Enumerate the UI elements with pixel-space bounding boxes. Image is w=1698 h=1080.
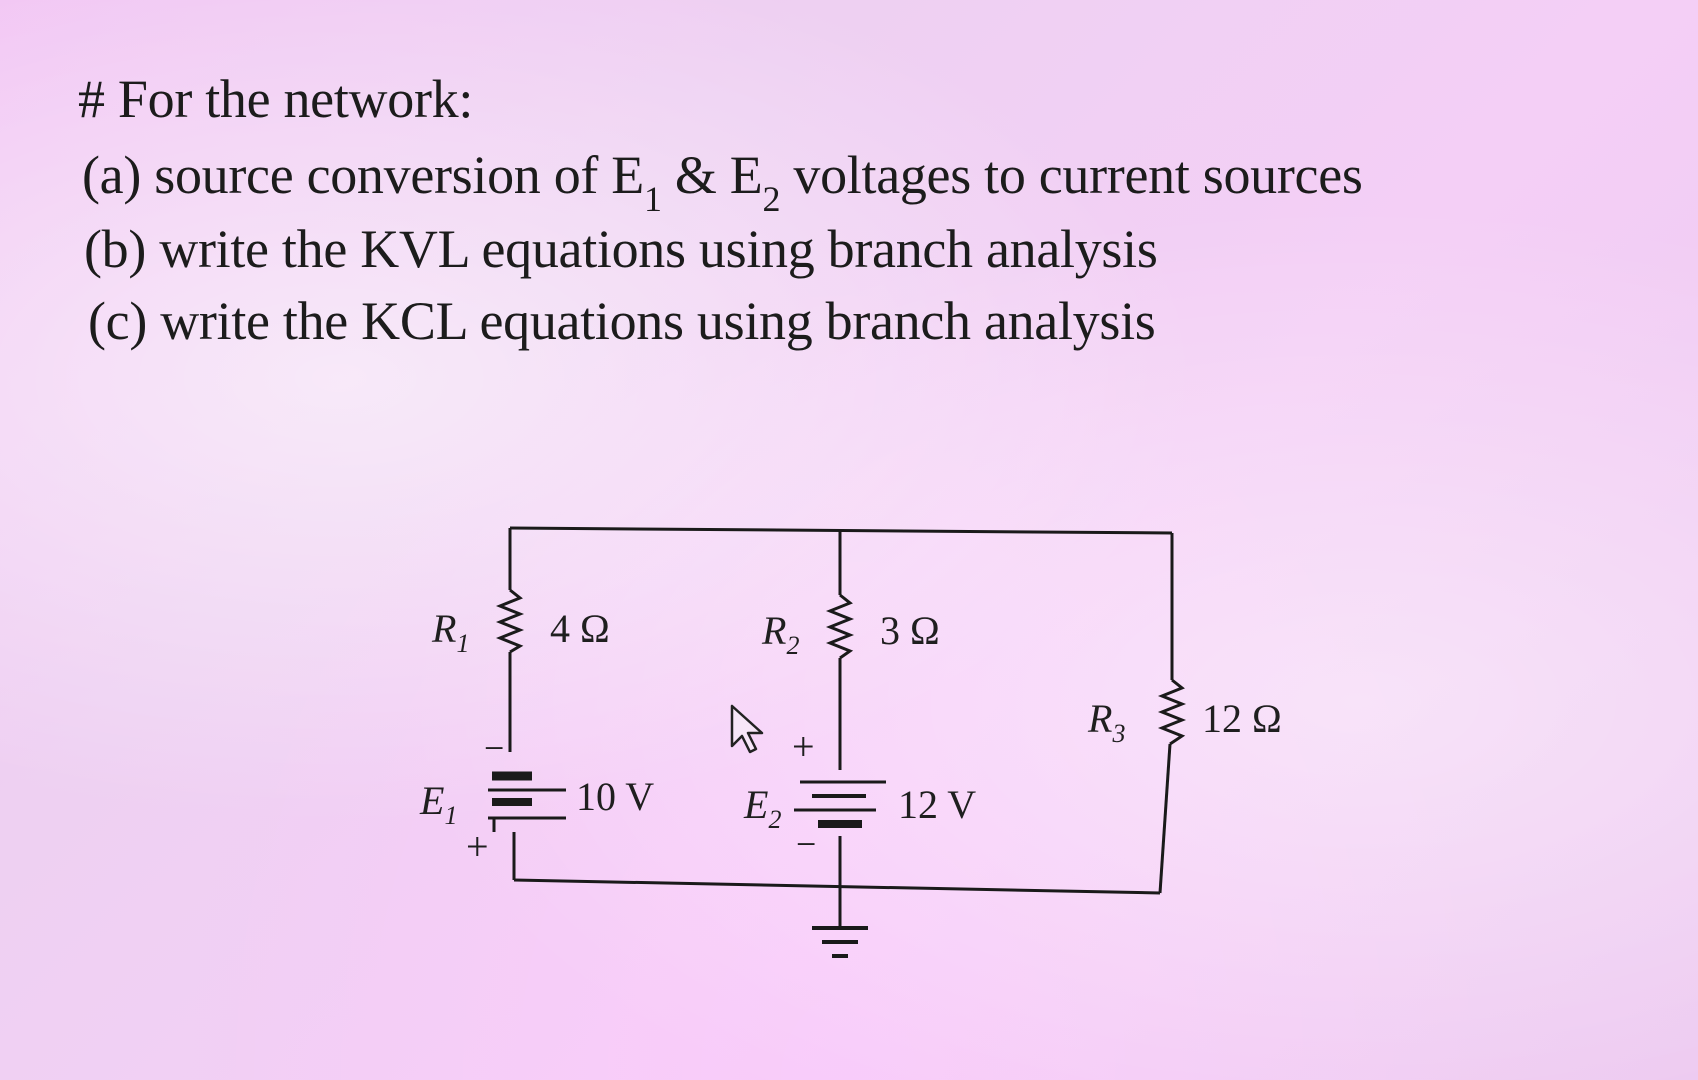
r3-symbol: R3	[1087, 696, 1125, 748]
e1-top-sign: −	[484, 728, 504, 768]
e2-symbol: E2	[743, 782, 781, 834]
r2-symbol: R2	[761, 608, 799, 660]
e1-battery	[488, 771, 566, 832]
part-c-text: (c) write the KCL equations using branch…	[88, 291, 1156, 351]
right-branch-wire-lower	[1158, 743, 1172, 894]
e1-bottom-sign: +	[466, 824, 489, 869]
e2-top-sign: +	[792, 724, 815, 769]
r3-resistor	[1157, 678, 1187, 746]
r2-resistor	[825, 593, 855, 660]
e2-value: 12 V	[898, 782, 976, 827]
part-a-suffix: voltages to current sources	[780, 145, 1363, 205]
part-a-sub1: 1	[643, 179, 662, 219]
bottom-wire	[513, 878, 1161, 895]
r1-symbol: R1	[431, 606, 469, 658]
mouse-cursor-icon	[730, 704, 764, 754]
r3-value: 12 Ω	[1202, 696, 1282, 741]
e2-battery	[800, 780, 886, 828]
e2-bottom-sign: −	[796, 824, 816, 864]
part-b-text: (b) write the KVL equations using branch…	[84, 219, 1158, 279]
ground-symbol	[812, 926, 868, 958]
part-a-sub2: 2	[762, 179, 781, 219]
e1-symbol: E1	[419, 778, 457, 830]
problem-heading: # For the network:	[78, 69, 474, 129]
r1-value: 4 Ω	[550, 606, 610, 651]
part-a-prefix: (a) source conversion of E	[82, 145, 644, 205]
part-a-mid: & E	[661, 145, 763, 205]
problem-statement: # For the network: (a) source conversion…	[0, 0, 1698, 380]
e1-value: 10 V	[576, 774, 654, 819]
r1-resistor	[495, 588, 525, 654]
part-a-text: (a) source conversion of E1 & E2 voltage…	[82, 144, 1363, 219]
r2-value: 3 Ω	[880, 608, 940, 653]
